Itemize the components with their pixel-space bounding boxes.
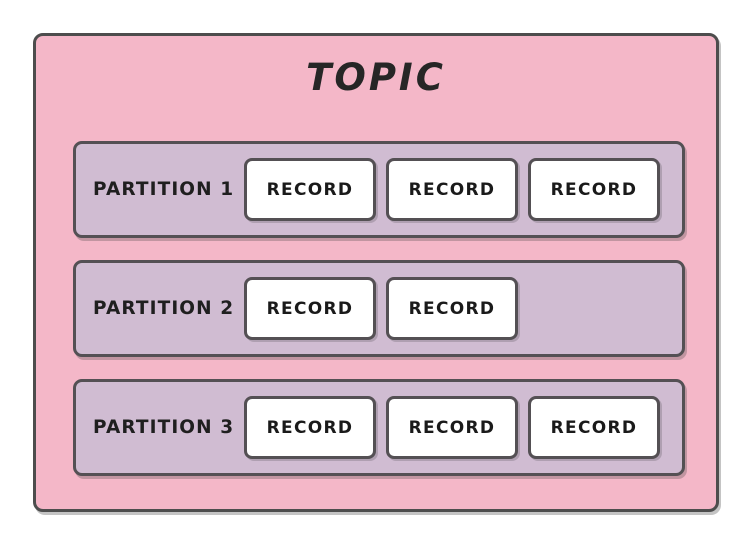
topic-container: TOPIC PARTITION 1 RECORD RECORD RECORD P…: [33, 33, 719, 512]
record-box: RECORD: [386, 158, 518, 221]
partition-list: PARTITION 1 RECORD RECORD RECORD PARTITI…: [73, 141, 685, 476]
record-box: RECORD: [386, 277, 518, 340]
partition-row: PARTITION 3 RECORD RECORD RECORD: [73, 379, 685, 476]
partition-label: PARTITION 2: [93, 298, 235, 319]
partition-label: PARTITION 3: [93, 417, 235, 438]
record-strip: RECORD RECORD RECORD: [244, 144, 682, 235]
partition-row: PARTITION 1 RECORD RECORD RECORD: [73, 141, 685, 238]
record-strip: RECORD RECORD RECORD: [244, 382, 682, 473]
partition-label: PARTITION 1: [93, 179, 235, 200]
record-box: RECORD: [528, 396, 660, 459]
record-box: RECORD: [386, 396, 518, 459]
record-box: RECORD: [244, 396, 376, 459]
record-box: RECORD: [244, 158, 376, 221]
topic-title: TOPIC: [306, 56, 446, 99]
partition-row: PARTITION 2 RECORD RECORD: [73, 260, 685, 357]
record-box: RECORD: [244, 277, 376, 340]
record-box: RECORD: [528, 158, 660, 221]
record-strip: RECORD RECORD: [244, 263, 682, 354]
